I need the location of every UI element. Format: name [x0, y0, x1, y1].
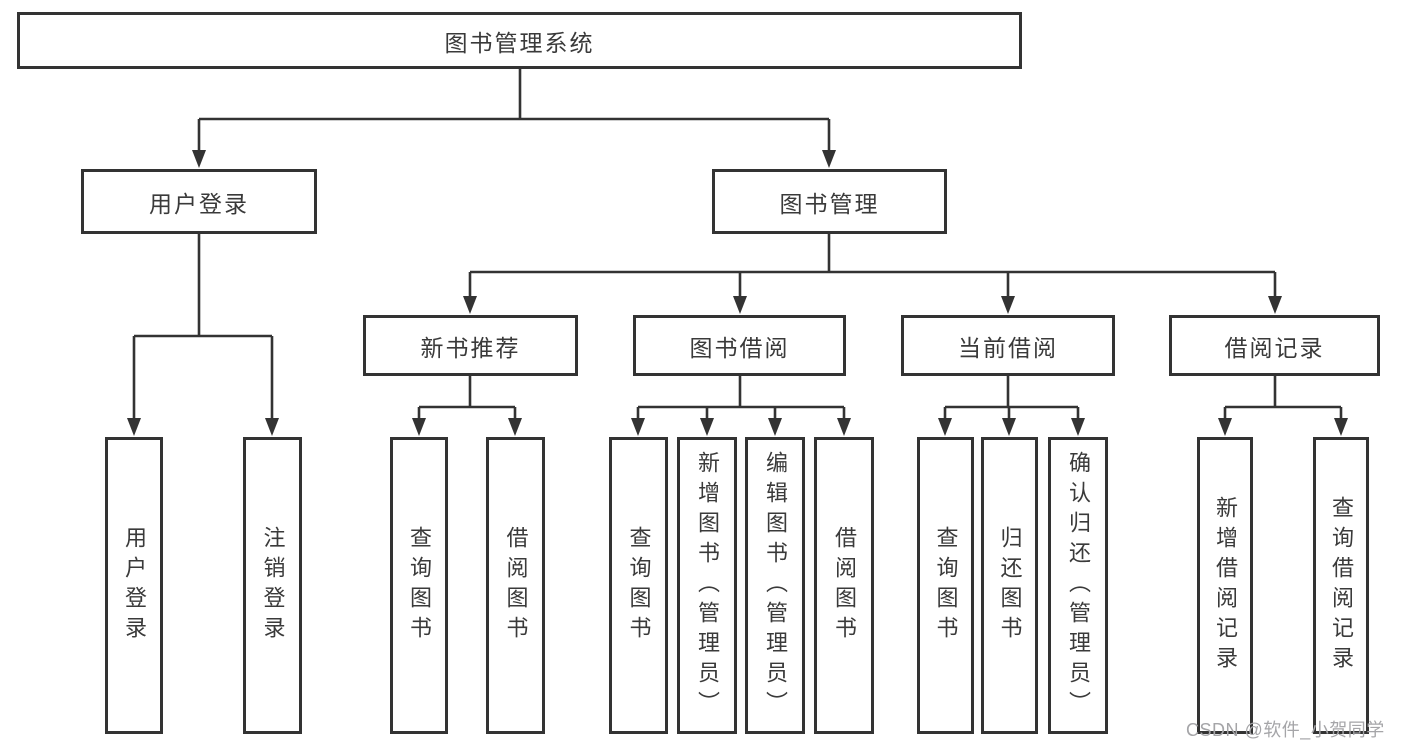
- leaf-user-login: 用户登录: [105, 437, 163, 734]
- leaf-record-query-borrow-record: 查询借阅记录: [1313, 437, 1369, 734]
- node-root-library-system: 图书管理系统: [17, 12, 1022, 69]
- node-new-book-recommend: 新书推荐: [363, 315, 578, 376]
- leaf-borrow-edit-books-admin: 编辑图书（管理员）: [745, 437, 805, 734]
- node-current-borrow: 当前借阅: [901, 315, 1115, 376]
- leaf-current-query-books: 查询图书: [917, 437, 974, 734]
- leaf-newbook-borrow-books: 借阅图书: [486, 437, 545, 734]
- leaf-borrow-borrow-books: 借阅图书: [814, 437, 874, 734]
- node-borrow-record: 借阅记录: [1169, 315, 1380, 376]
- leaf-borrow-query-books: 查询图书: [609, 437, 668, 734]
- leaf-borrow-add-books-admin: 新增图书（管理员）: [677, 437, 737, 734]
- node-book-management: 图书管理: [712, 169, 947, 234]
- watermark: CSDN @软件_小贺同学: [1186, 720, 1385, 740]
- node-user-login: 用户登录: [81, 169, 317, 234]
- node-book-borrow: 图书借阅: [633, 315, 846, 376]
- leaf-current-return-books: 归还图书: [981, 437, 1038, 734]
- leaf-record-add-borrow-record: 新增借阅记录: [1197, 437, 1253, 734]
- leaf-newbook-query-books: 查询图书: [390, 437, 448, 734]
- leaf-current-confirm-return-admin: 确认归还（管理员）: [1048, 437, 1108, 734]
- leaf-logout: 注销登录: [243, 437, 302, 734]
